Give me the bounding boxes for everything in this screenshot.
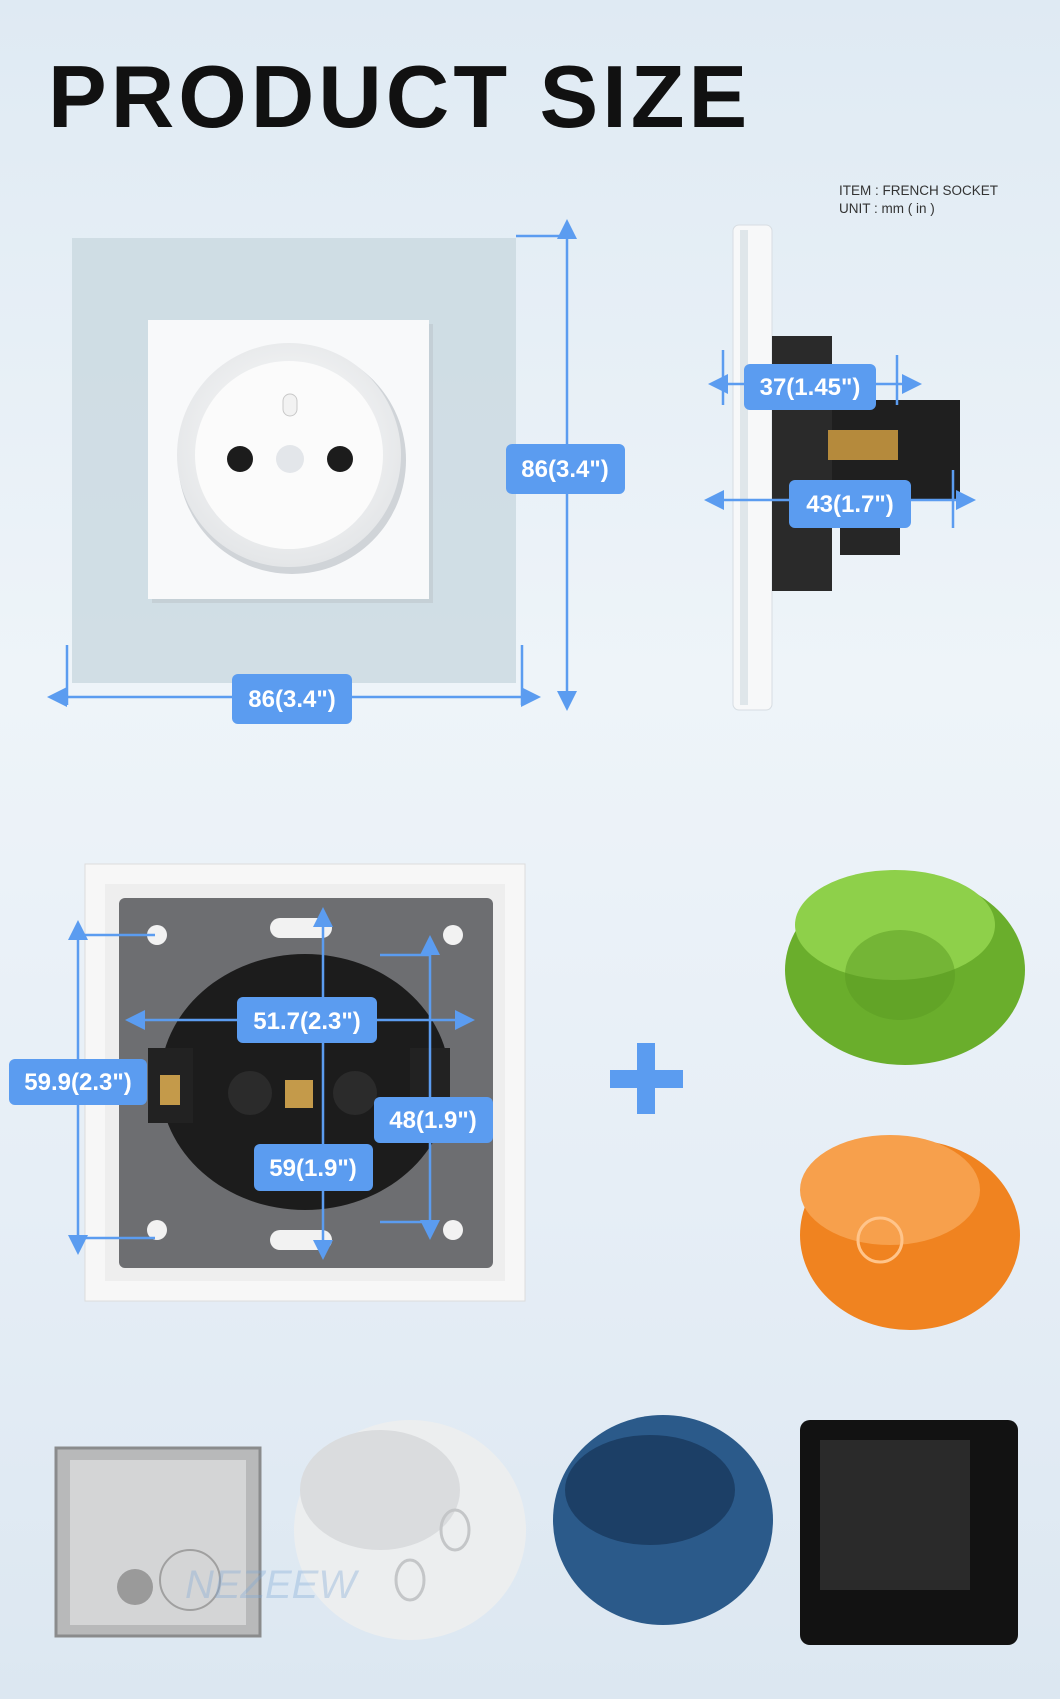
svg-text:86(3.4"): 86(3.4")	[248, 686, 335, 713]
unit-label: UNIT : mm ( in )	[839, 201, 935, 216]
metal-mounting-box	[54, 1446, 262, 1638]
watermark: NEZEEW	[185, 1563, 359, 1607]
item-label: ITEM : FRENCH SOCKET	[839, 183, 999, 198]
blue-mounting-box	[553, 1415, 773, 1625]
side-view	[732, 224, 960, 711]
svg-text:43(1.7"): 43(1.7")	[806, 491, 893, 518]
front-height-label: 86(3.4")	[506, 444, 625, 494]
green-mounting-box	[785, 870, 1025, 1065]
front-width-label: 86(3.4")	[232, 674, 352, 724]
back-hole-spacing-label: 51.7(2.3")	[237, 997, 377, 1043]
svg-text:59(1.9"): 59(1.9")	[269, 1155, 356, 1182]
back-height-label: 59.9(2.3")	[9, 1059, 147, 1105]
front-view	[72, 238, 516, 683]
svg-text:59.9(2.3"): 59.9(2.3")	[24, 1069, 131, 1096]
svg-text:37(1.45"): 37(1.45")	[760, 374, 861, 401]
plus-icon	[610, 1043, 683, 1114]
black-mounting-box	[800, 1420, 1018, 1645]
side-depth-inner-label: 37(1.45")	[744, 364, 876, 410]
back-mount-height-label: 48(1.9")	[374, 1097, 493, 1143]
page-title: PRODUCT SIZE	[48, 47, 752, 146]
back-view	[84, 863, 526, 1302]
back-mount-spacing-label: 59(1.9")	[254, 1144, 373, 1191]
svg-text:51.7(2.3"): 51.7(2.3")	[253, 1008, 360, 1035]
svg-text:48(1.9"): 48(1.9")	[389, 1107, 476, 1134]
orange-mounting-box	[800, 1135, 1020, 1330]
svg-text:86(3.4"): 86(3.4")	[521, 456, 608, 483]
white-mounting-box	[294, 1420, 526, 1640]
product-meta: ITEM : FRENCH SOCKET UNIT : mm ( in )	[839, 182, 998, 218]
side-depth-total-label: 43(1.7")	[789, 480, 911, 528]
